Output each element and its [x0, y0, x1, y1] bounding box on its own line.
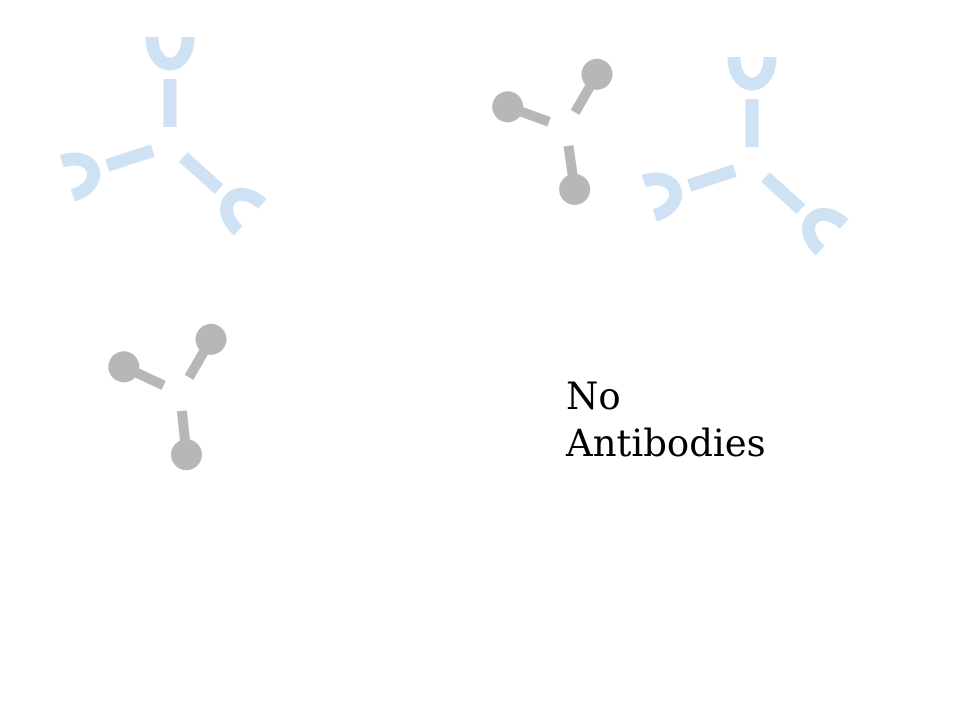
caption-line-2: Antibodies: [566, 422, 766, 465]
caption-line-1: No: [566, 375, 621, 418]
antigen-icon: [104, 319, 232, 471]
caption-no-antibodies: No Antibodies: [566, 373, 866, 467]
antibody-icon: [62, 37, 263, 231]
antigen-icon: [489, 54, 618, 207]
antibody-icon: [644, 57, 845, 251]
